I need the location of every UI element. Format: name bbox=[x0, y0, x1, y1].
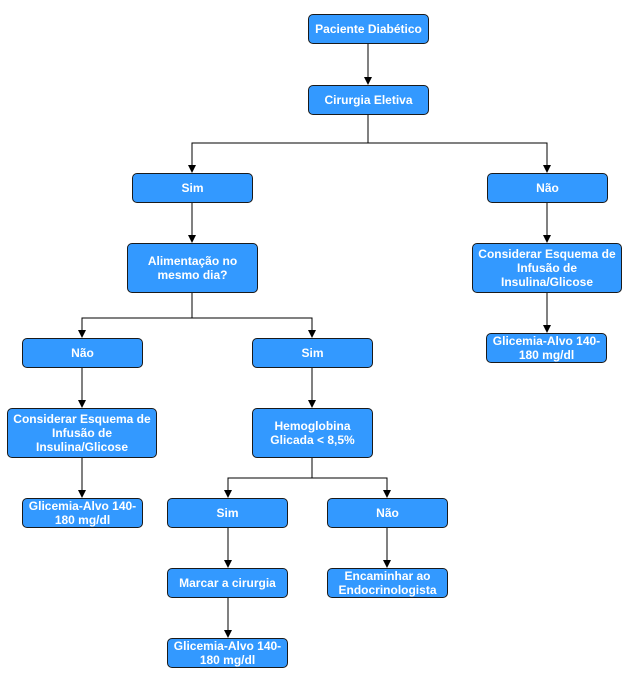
node-alimentacao: Alimentação no mesmo dia? bbox=[127, 243, 258, 293]
edge-alimentacao-sim bbox=[192, 317, 316, 338]
node-label: Sim bbox=[216, 506, 239, 520]
edge-cirurgia-sim bbox=[188, 115, 369, 173]
edge-hemoglobina-sim bbox=[224, 458, 313, 498]
node-label: Glicemia-Alvo 140-180 mg/dl bbox=[492, 334, 601, 362]
node-glicemia-right: Glicemia-Alvo 140-180 mg/dl bbox=[486, 333, 607, 363]
node-nao-3: Não bbox=[327, 498, 448, 528]
node-cirurgia-eletiva: Cirurgia Eletiva bbox=[308, 85, 429, 115]
node-label: Sim bbox=[181, 181, 204, 195]
node-nao-1: Não bbox=[487, 173, 608, 203]
node-nao-2: Não bbox=[22, 338, 143, 368]
node-label: Paciente Diabético bbox=[315, 22, 422, 36]
node-marcar-cirurgia: Marcar a cirurgia bbox=[167, 568, 288, 598]
node-encaminhar: Encaminhar ao Endocrinologista bbox=[327, 568, 448, 598]
node-label: Marcar a cirurgia bbox=[179, 576, 276, 590]
edge-alimentacao-nao bbox=[78, 293, 193, 338]
node-considerar-left: Considerar Esquema de Infusão de Insulin… bbox=[7, 408, 157, 458]
node-label: Cirurgia Eletiva bbox=[324, 93, 413, 107]
node-sim-2: Sim bbox=[252, 338, 373, 368]
node-label: Considerar Esquema de Infusão de Insulin… bbox=[13, 412, 151, 454]
node-label: Encaminhar ao Endocrinologista bbox=[338, 569, 437, 597]
node-hemoglobina: Hemoglobina Glicada < 8,5% bbox=[252, 408, 373, 458]
node-label: Não bbox=[71, 346, 94, 360]
node-considerar-right: Considerar Esquema de Infusão de Insulin… bbox=[472, 243, 622, 293]
node-glicemia-left: Glicemia-Alvo 140-180 mg/dl bbox=[22, 498, 143, 528]
node-glicemia-bottom: Glicemia-Alvo 140-180 mg/dl bbox=[167, 638, 288, 668]
node-label: Glicemia-Alvo 140-180 mg/dl bbox=[28, 499, 137, 527]
node-label: Hemoglobina Glicada < 8,5% bbox=[270, 419, 355, 447]
node-label: Não bbox=[376, 506, 399, 520]
node-sim-3: Sim bbox=[167, 498, 288, 528]
node-sim-1: Sim bbox=[132, 173, 253, 203]
node-label: Não bbox=[536, 181, 559, 195]
node-label: Considerar Esquema de Infusão de Insulin… bbox=[478, 247, 616, 289]
node-label: Glicemia-Alvo 140-180 mg/dl bbox=[173, 639, 282, 667]
node-label: Alimentação no mesmo dia? bbox=[147, 254, 238, 282]
node-paciente-diabetico: Paciente Diabético bbox=[308, 14, 429, 44]
edge-hemoglobina-nao bbox=[312, 477, 391, 498]
node-label: Sim bbox=[301, 346, 324, 360]
edge-cirurgia-nao bbox=[368, 142, 551, 173]
